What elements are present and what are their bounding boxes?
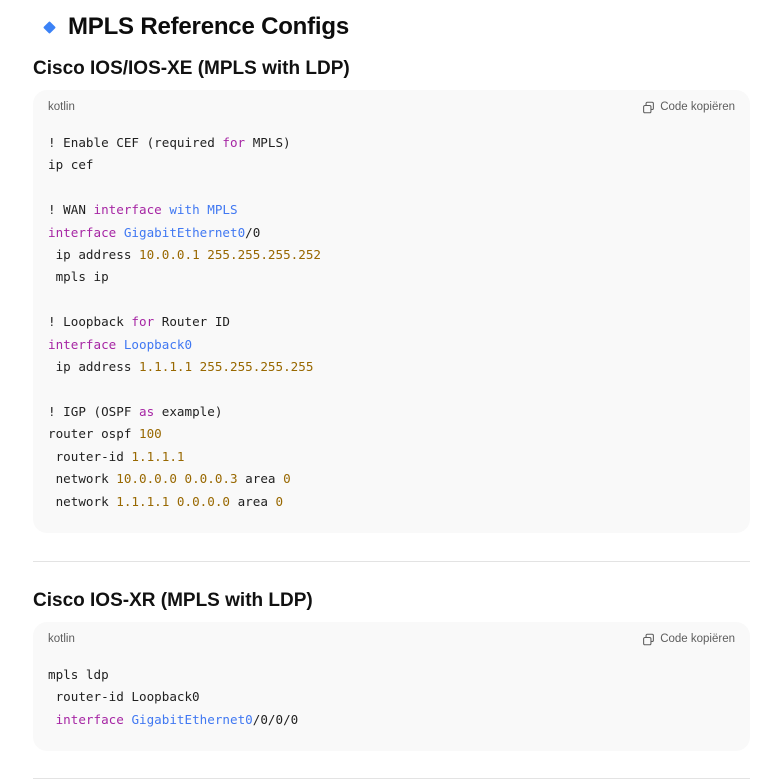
code-line: mpls ldp	[48, 664, 735, 686]
code-token: Router ID	[154, 314, 230, 330]
code-token: 100	[139, 426, 162, 442]
code-token: 1.1.1.1	[139, 359, 193, 375]
code-line: ​	[48, 378, 735, 400]
code-token	[116, 225, 124, 240]
code-token: for	[131, 314, 155, 330]
code-line: interface GigabitEthernet0/0/0/0	[48, 709, 735, 731]
code-token: with	[169, 202, 200, 218]
copy-code-label: Code kopiëren	[660, 101, 735, 113]
code-line: router-id Loopback0	[48, 686, 735, 708]
code-token: ! WAN	[48, 202, 94, 218]
code-line: mpls ip	[48, 266, 735, 288]
code-token: 0.0.0.3	[184, 471, 238, 487]
code-token	[192, 359, 200, 374]
code-token: interface	[48, 224, 117, 240]
code-token: /0/0/0	[252, 711, 299, 727]
code-token: 255.255.255.252	[207, 247, 321, 263]
code-line: interface Loopback0	[48, 334, 735, 356]
code-token: /0	[245, 224, 261, 240]
code-token: area	[230, 493, 276, 509]
copy-icon	[643, 101, 655, 113]
code-token: MPLS	[199, 202, 238, 218]
code-token: 1.1.1.1	[116, 493, 170, 509]
code-token: ip address	[48, 247, 139, 263]
code-line: ! Enable CEF (required for MPLS)	[48, 132, 735, 154]
subsection-title: Cisco IOS-XR (MPLS with LDP)	[33, 590, 313, 611]
code-token	[116, 337, 124, 352]
copy-icon	[643, 633, 655, 645]
code-token: router ospf	[48, 426, 139, 442]
code-token	[169, 494, 177, 509]
code-token: GigabitEthernet0	[123, 224, 246, 240]
code-block-header: kotlin Code kopiëren	[33, 622, 750, 656]
code-token: 255.255.255.255	[199, 359, 314, 375]
code-token: ip address	[48, 359, 139, 375]
copy-code-button[interactable]: Code kopiëren	[642, 101, 735, 114]
code-language-label: kotlin	[48, 101, 75, 113]
code-line: network 1.1.1.1 0.0.0.0 area 0	[48, 491, 735, 513]
diamond-bullet-icon	[43, 20, 56, 34]
code-content: mpls ldp router-id Loopback0 interface G…	[33, 656, 750, 731]
code-token	[48, 712, 56, 727]
code-token: area	[237, 471, 284, 487]
code-token: mpls ldp	[48, 667, 109, 682]
code-line: ​	[48, 289, 735, 311]
code-token	[177, 471, 185, 486]
code-token: router-id Loopback0	[48, 689, 200, 705]
code-token: network	[48, 493, 117, 509]
subsection-title: Cisco IOS/IOS-XE (MPLS with LDP)	[33, 58, 350, 79]
code-token: 1.1.1.1	[131, 448, 185, 464]
code-token: mpls ip	[48, 269, 109, 285]
code-line: ! IGP (OSPF as example)	[48, 401, 735, 423]
code-token: 0	[283, 471, 291, 487]
section-heading: MPLS Reference Configs	[42, 10, 349, 44]
code-token: router-id	[48, 448, 132, 464]
code-token: as	[139, 403, 155, 419]
code-line: interface GigabitEthernet0/0	[48, 222, 735, 244]
copy-code-button[interactable]: Code kopiëren	[642, 633, 735, 646]
divider	[33, 561, 750, 562]
code-token: interface	[55, 711, 124, 727]
code-token: interface	[48, 336, 117, 352]
code-block: kotlin Code kopiëren mpls ldp router-id …	[33, 622, 750, 751]
code-token: 10.0.0.1	[139, 247, 200, 263]
code-line: ! Loopback for Router ID	[48, 311, 735, 333]
code-line: ​	[48, 177, 735, 199]
code-token: ! Enable CEF (required	[48, 135, 223, 150]
code-token: 0.0.0.0	[176, 493, 230, 509]
code-content: ! Enable CEF (required for MPLS) ip cef ​!…	[33, 124, 750, 513]
code-token: ! IGP (OSPF	[48, 403, 139, 419]
code-token: for	[222, 135, 246, 150]
code-line: router-id 1.1.1.1	[48, 446, 735, 468]
code-token: ! Loopback	[48, 314, 132, 330]
code-line: ! WAN interface with MPLS	[48, 199, 735, 221]
divider	[33, 778, 750, 779]
code-line: ip cef	[48, 154, 735, 176]
code-token: GigabitEthernet0	[131, 711, 253, 727]
code-line: router ospf 100	[48, 423, 735, 445]
code-token: 0	[275, 493, 284, 509]
code-token: ip cef	[48, 157, 94, 173]
code-token: Loopback0	[123, 336, 193, 352]
code-language-label: kotlin	[48, 633, 75, 645]
code-token: 10.0.0.0	[116, 471, 177, 487]
code-token: network	[48, 471, 117, 487]
code-block: kotlin Code kopiëren ! Enable CEF (requi…	[33, 90, 750, 533]
code-block-header: kotlin Code kopiëren	[33, 90, 750, 124]
code-token: interface	[93, 202, 162, 218]
code-line: ip address 10.0.0.1 255.255.255.252	[48, 244, 735, 266]
copy-code-label: Code kopiëren	[660, 633, 735, 645]
section-heading-text: MPLS Reference Configs	[68, 13, 349, 40]
code-token: MPLS)	[245, 135, 291, 150]
code-line: ip address 1.1.1.1 255.255.255.255	[48, 356, 735, 378]
code-token: example)	[154, 403, 223, 419]
code-line: network 10.0.0.0 0.0.0.3 area 0	[48, 468, 735, 490]
